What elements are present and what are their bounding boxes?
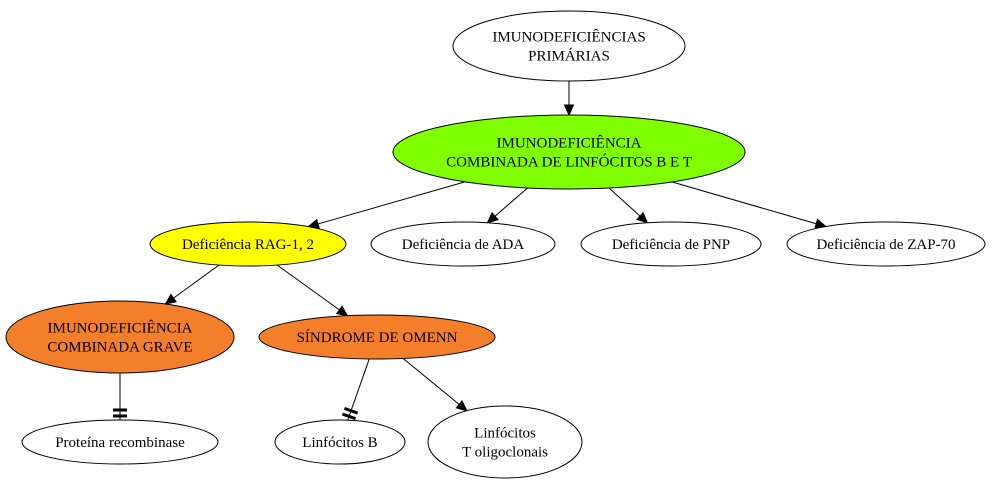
arrow-head: [486, 211, 499, 224]
edge-grave-to-recombinase: [113, 373, 127, 420]
node-label: Deficiência de ZAP-70: [816, 237, 955, 253]
edge-combinada_bt-to-pnp: [608, 187, 649, 224]
node-linfb[interactable]: Linfócitos B: [274, 419, 406, 465]
node-label: Deficiência de PNP: [612, 237, 730, 253]
node-layer: IMUNODEFICIÊNCIASPRIMÁRIASIMUNODEFICIÊNC…: [5, 10, 986, 479]
node-ellipse: [786, 221, 986, 267]
node-pnp[interactable]: Deficiência de PNP: [580, 221, 762, 267]
edge-omenn-to-linft: [402, 358, 468, 412]
edge-rag-to-grave: [164, 264, 220, 305]
node-ellipse: [258, 314, 496, 360]
node-label: Linfócitos: [474, 426, 536, 442]
node-label: PRIMÁRIAS: [528, 48, 610, 65]
node-ellipse: [392, 114, 746, 190]
edge-line: [317, 181, 466, 225]
node-ellipse: [427, 405, 583, 479]
edge-line: [672, 181, 817, 225]
edge-line: [494, 187, 528, 217]
tee-mark-1: [341, 412, 357, 421]
tee-mark-2: [343, 406, 359, 415]
node-label: T oligoclonais: [462, 445, 548, 461]
node-label: SÍNDROME DE OMENN: [297, 329, 458, 346]
node-rag[interactable]: Deficiência RAG-1, 2: [149, 221, 347, 267]
node-omenn[interactable]: SÍNDROME DE OMENN: [258, 314, 496, 360]
arrow-head: [335, 305, 349, 317]
node-ellipse: [274, 419, 406, 465]
edge-layer: [113, 81, 827, 421]
edge-omenn-to-linfb: [341, 358, 370, 421]
node-label: IMUNODEFICIÊNCIAS: [492, 29, 645, 46]
node-recombinase[interactable]: Proteína recombinase: [21, 419, 219, 465]
edge-line: [173, 264, 220, 299]
arrow-head: [164, 293, 178, 305]
edge-combinada_bt-to-ada: [486, 187, 528, 224]
node-label: Deficiência RAG-1, 2: [182, 237, 314, 253]
node-root[interactable]: IMUNODEFICIÊNCIAS PRIMÁRIAS: [452, 10, 686, 82]
node-label: COMBINADA GRAVE: [47, 340, 192, 356]
edge-line: [608, 187, 641, 217]
node-combinada_bt[interactable]: IMUNODEFICIÊNCIA COMBINADA DE LINFÓCITOS …: [392, 114, 746, 190]
node-ellipse: [580, 221, 762, 267]
node-label: Deficiência de ADA: [402, 237, 525, 253]
edge-line: [402, 358, 460, 405]
edge-root-to-combinada_bt: [563, 81, 575, 117]
node-label: COMBINADA DE LINFÓCITOS B E T: [446, 154, 692, 171]
node-ellipse: [452, 10, 686, 82]
node-ada[interactable]: Deficiência de ADA: [370, 221, 556, 267]
node-ellipse: [21, 419, 219, 465]
node-label: IMUNODEFICIÊNCIA: [48, 320, 193, 337]
node-label: IMUNODEFICIÊNCIA: [497, 135, 642, 152]
arrow-head: [636, 211, 649, 224]
node-zap[interactable]: Deficiência de ZAP-70: [786, 221, 986, 267]
node-linft[interactable]: Linfócitos T oligoclonais: [427, 405, 583, 479]
edge-combinada_bt-to-zap: [672, 181, 827, 229]
node-grave[interactable]: IMUNODEFICIÊNCIA COMBINADA GRAVE: [5, 300, 235, 374]
edge-rag-to-omenn: [276, 264, 349, 317]
node-ellipse: [5, 300, 235, 374]
node-label: Linfócitos B: [302, 435, 377, 451]
node-ellipse: [149, 221, 347, 267]
edge-line: [276, 264, 340, 311]
node-label: Proteína recombinase: [55, 435, 185, 451]
node-ellipse: [370, 221, 556, 267]
edge-combinada_bt-to-rag: [307, 181, 466, 229]
arrow-head: [563, 104, 575, 117]
arrow-head: [455, 399, 468, 412]
